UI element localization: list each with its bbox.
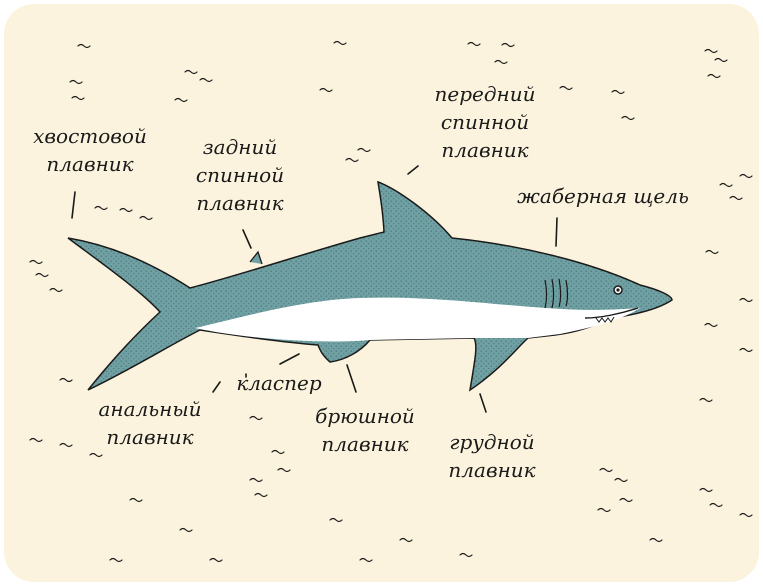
wave-mark [60, 379, 72, 382]
label-rear-dorsal-line1: задний [180, 133, 300, 161]
wave-mark [708, 75, 720, 78]
wave-mark [615, 479, 627, 482]
wave-mark [502, 44, 514, 47]
wave-mark [360, 559, 372, 562]
wave-mark [710, 504, 722, 507]
wave-mark [612, 91, 624, 94]
wave-mark [250, 417, 262, 420]
wave-mark [622, 117, 634, 120]
label-tail-fin-line2: плавник [30, 150, 150, 178]
label-rear-dorsal-line2: спинной [180, 161, 300, 189]
wave-mark [255, 494, 267, 497]
shark-stipple [68, 182, 672, 390]
label-front-dorsal-fin: передний спинной плавник [420, 80, 550, 164]
wave-mark [72, 97, 84, 100]
label-tail-fin: хвостовой плавник [30, 122, 150, 178]
wave-mark [272, 451, 284, 454]
label-pelvic-fin: брюшной плавник [300, 402, 430, 458]
wave-mark [180, 529, 192, 532]
wave-mark [334, 42, 346, 45]
label-pelvic-fin-line2: плавник [300, 430, 430, 458]
wave-mark [740, 175, 752, 178]
wave-mark [110, 559, 122, 562]
wave-mark [740, 514, 752, 517]
wave-mark [95, 207, 107, 210]
wave-mark [600, 469, 612, 472]
wave-mark [730, 197, 742, 200]
wave-mark [400, 539, 412, 542]
wave-mark [358, 149, 370, 152]
wave-mark [30, 261, 42, 264]
wave-mark [650, 539, 662, 542]
wave-mark [50, 289, 62, 292]
label-front-dorsal-line3: плавник [420, 136, 550, 164]
wave-mark [598, 509, 610, 512]
label-front-dorsal-line1: передний [420, 80, 550, 108]
label-pectoral-fin: грудной плавник [432, 428, 552, 484]
wave-mark [78, 45, 90, 48]
label-anal-fin-line2: плавник [85, 423, 215, 451]
wave-mark [140, 217, 152, 220]
label-pelvic-fin-line1: брюшной [300, 402, 430, 430]
wave-mark [706, 251, 718, 254]
wave-mark [740, 349, 752, 352]
label-front-dorsal-line2: спинной [420, 108, 550, 136]
wave-mark [175, 99, 187, 102]
label-tail-fin-line1: хвостовой [30, 122, 150, 150]
wave-mark [330, 519, 342, 522]
label-rear-dorsal-fin: задний спинной плавник [180, 133, 300, 217]
wave-mark [740, 299, 752, 302]
wave-mark [346, 159, 358, 162]
wave-mark [120, 209, 132, 212]
wave-mark [185, 71, 197, 74]
label-pectoral-fin-line1: грудной [432, 428, 552, 456]
wave-mark [70, 81, 82, 84]
wave-mark [210, 559, 222, 562]
wave-mark [90, 454, 102, 457]
label-clasper-line1: класпер [224, 369, 334, 397]
label-gill-slit: жаберная щель [498, 182, 708, 210]
wave-mark [720, 184, 732, 187]
wave-mark [700, 399, 712, 402]
wave-mark [715, 59, 727, 62]
wave-mark [560, 87, 572, 90]
label-anal-fin: анальный плавник [85, 395, 215, 451]
wave-mark [700, 489, 712, 492]
label-rear-dorsal-line3: плавник [180, 189, 300, 217]
wave-mark [705, 324, 717, 327]
wave-mark [620, 499, 632, 502]
wave-mark [60, 444, 72, 447]
wave-mark [200, 79, 212, 82]
wave-mark [130, 499, 142, 502]
label-clasper: класпер [224, 369, 334, 397]
label-gill-slit-line1: жаберная щель [498, 182, 708, 210]
wave-mark [468, 43, 480, 46]
wave-mark [30, 439, 42, 442]
shark [68, 182, 672, 390]
wave-mark [278, 469, 290, 472]
wave-mark [36, 274, 48, 277]
label-pectoral-fin-line2: плавник [432, 456, 552, 484]
wave-mark [460, 554, 472, 557]
wave-mark [320, 89, 332, 92]
wave-mark [705, 50, 717, 53]
label-anal-fin-line1: анальный [85, 395, 215, 423]
wave-mark [250, 479, 262, 482]
wave-mark [495, 61, 507, 64]
